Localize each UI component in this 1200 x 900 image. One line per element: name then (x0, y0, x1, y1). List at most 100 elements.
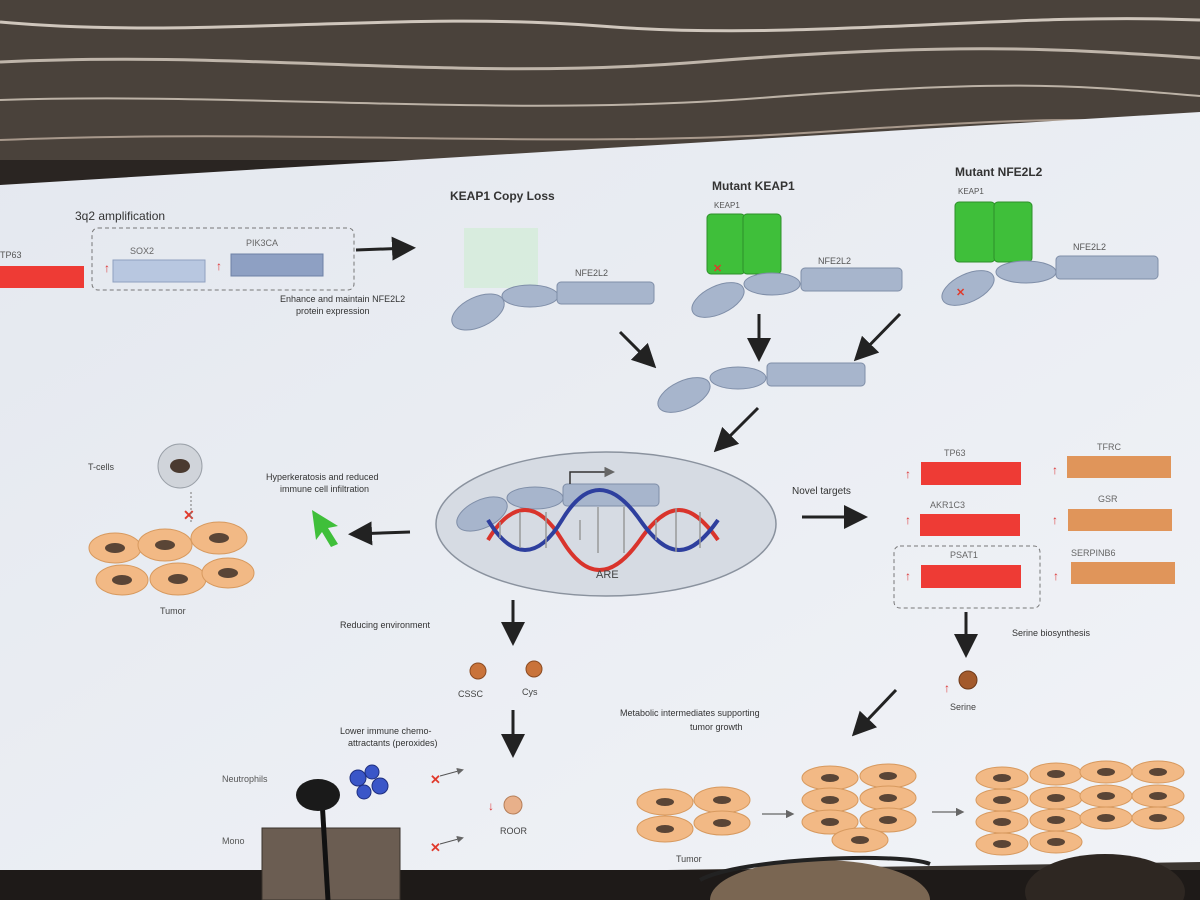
mn-domain-2 (995, 260, 1057, 284)
nfe2l2-bar-mutant-nfe2l2 (1055, 255, 1159, 280)
are-nucleus: ARE (435, 451, 777, 597)
target-psat1-label: PSAT1 (950, 550, 978, 560)
reducing-label: Reducing environment (340, 620, 431, 630)
enhance-note-line2: protein expression (296, 306, 370, 316)
enhance-note-line1: Enhance and maintain NFE2L2 (280, 294, 405, 304)
mono-label: Mono (222, 836, 245, 846)
mutant-nfe2l2-nfe2l2-label: NFE2L2 (1073, 242, 1106, 252)
svg-text:↓: ↓ (488, 799, 494, 813)
target-akr1c3-bar (920, 514, 1020, 536)
svg-text:↑: ↑ (905, 513, 911, 527)
target-genes: ↑ TP63 ↑ AKR1C3 ↑ PSAT1 ↑ TFRC ↑ GSR ↑ S… (893, 442, 1175, 609)
arrow-to-nucleus (713, 406, 760, 453)
up-arrow-pik3ca: ↑ (216, 259, 222, 273)
target-tfrc-bar (1067, 456, 1171, 478)
mutant-keap1-keap1-label: KEAP1 (714, 201, 740, 210)
target-gsr-bar (1068, 509, 1172, 531)
target-gsr-label: GSR (1098, 494, 1118, 504)
serine-biosynthesis-label: Serine biosynthesis (1012, 628, 1091, 638)
mutant-keap1-nfe2l2-label: NFE2L2 (818, 256, 851, 266)
arrow-to-metabolic (851, 688, 898, 737)
arrow-amplification (355, 236, 416, 261)
psat1-dashed-box (893, 545, 1041, 609)
target-tfrc-label: TFRC (1097, 442, 1121, 452)
hyperkeratosis-line2: immune cell infiltration (280, 484, 369, 494)
keap1-block-right-2 (993, 201, 1033, 263)
audience-head-1 (710, 860, 930, 900)
copy-loss-title: KEAP1 Copy Loss (450, 189, 555, 203)
nfe2l2-bar-mutant-keap1 (800, 267, 903, 292)
roor-label: ROOR (500, 826, 528, 836)
svg-text:↑: ↑ (1052, 463, 1058, 477)
green-up-arrow-icon (312, 510, 338, 547)
svg-text:↑: ↑ (905, 569, 911, 583)
mk-domain-2 (743, 272, 801, 296)
tcell-tumor-left: T-cells ✕ Tumor (88, 443, 255, 616)
hyperkeratosis-line1: Hyperkeratosis and reduced (266, 472, 379, 482)
faded-keap1-block (464, 228, 538, 288)
cssc-label: CSSC (458, 689, 484, 699)
nfe2l2-domain-2 (501, 284, 559, 308)
tumor-left-label: Tumor (160, 606, 186, 616)
keap1-copy-loss-panel: KEAP1 Copy Loss NFE2L2 (450, 189, 655, 331)
podium (261, 827, 401, 900)
svg-text:✕: ✕ (430, 772, 441, 787)
sox2-label: SOX2 (130, 246, 154, 256)
tp63-label-top: TP63 (0, 250, 22, 260)
mk-domain-1 (691, 282, 745, 318)
target-psat1-bar (921, 565, 1021, 588)
mutant-nfe2l2-keap1-label: KEAP1 (958, 187, 984, 196)
cssc-cys-molecules (469, 660, 543, 680)
foreground (0, 779, 1200, 900)
keap1-block-left-2 (954, 201, 996, 263)
lower-chemo-line2: attractants (peroxides) (348, 738, 438, 748)
audience-head-2 (1025, 854, 1185, 900)
target-serpinb6-bar (1071, 562, 1175, 584)
amplification-panel: 3q2 amplification TP63 ↑ SOX2 ↑ PIK3CA E… (0, 209, 416, 316)
free-nfe2l2 (657, 362, 866, 413)
svg-text:↑: ↑ (1052, 513, 1058, 527)
amplification-dashed-box (91, 227, 355, 291)
amplification-title: 3q2 amplification (75, 209, 165, 223)
arrow-copyloss-to-center (618, 330, 657, 369)
mutation-x-mark-nfe2l2: ✕ (956, 287, 965, 299)
mutation-x-mark-keap1: ✕ (713, 263, 722, 275)
mutant-keap1-panel: Mutant KEAP1 KEAP1 ✕ NFE2L2 (691, 179, 903, 318)
neutrophils-label: Neutrophils (222, 774, 268, 784)
metabolic-line1: Metabolic intermediates supporting (620, 708, 760, 718)
novel-targets-label: Novel targets (792, 486, 851, 497)
svg-text:↑: ↑ (1053, 569, 1059, 583)
nfe2l2-bar-copyloss (556, 281, 655, 305)
tumor-growth-bottom: Tumor (636, 760, 1185, 864)
mutant-nfe2l2-title: Mutant NFE2L2 (955, 165, 1043, 179)
target-tp63-bar (921, 462, 1021, 485)
arrow-to-left (348, 521, 411, 546)
arrow-mutnfe2l2-to-center (853, 312, 902, 362)
mutant-nfe2l2-panel: Mutant NFE2L2 KEAP1 ✕ NFE2L2 (941, 165, 1159, 306)
serine-up-arrow: ↑ (944, 681, 950, 695)
serine-label: Serine (950, 702, 976, 712)
target-serpinb6-label: SERPINB6 (1071, 548, 1116, 558)
cys-label: Cys (522, 687, 538, 697)
up-arrow-sox2: ↑ (104, 261, 110, 275)
svg-text:↑: ↑ (905, 467, 911, 481)
mutant-keap1-title: Mutant KEAP1 (712, 179, 795, 193)
svg-text:✕: ✕ (430, 840, 441, 855)
target-akr1c3-label: AKR1C3 (930, 500, 965, 510)
are-label: ARE (596, 569, 619, 581)
mn-domain-1 (941, 270, 995, 306)
copy-loss-nfe2l2-label: NFE2L2 (575, 268, 608, 278)
glasses-frame (699, 855, 931, 882)
keap1-block-right (742, 213, 782, 275)
sox2-bar (112, 259, 206, 283)
immune-cells-bottom: Neutrophils ✕ Mono ✕ ↓ ROOR (222, 764, 528, 855)
metabolic-line2: tumor growth (690, 722, 743, 732)
tumor-bottom-label: Tumor (676, 854, 702, 864)
target-tp63-label: TP63 (944, 448, 966, 458)
microphone-icon (296, 779, 340, 811)
tp63-bar-top (0, 266, 84, 288)
lower-chemo-line1: Lower immune chemo- (340, 726, 432, 736)
blocked-x-mark: ✕ (183, 507, 195, 523)
mic-stand (319, 799, 331, 900)
